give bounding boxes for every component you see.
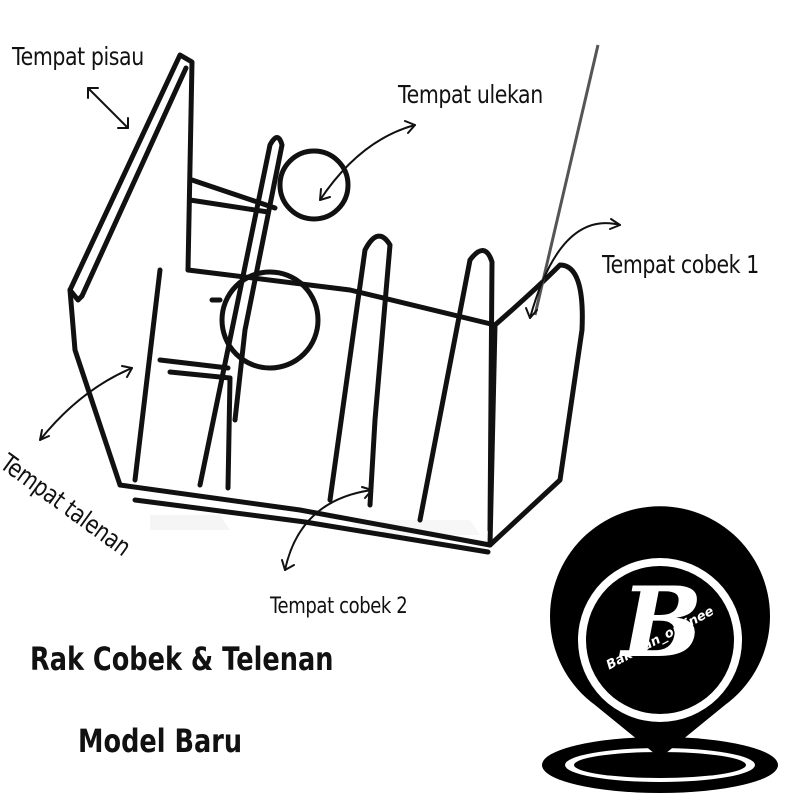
product-title-line-1: Rak Cobek & Telenan (30, 640, 334, 678)
label-tempat-ulekan: Tempat ulekan (398, 80, 543, 109)
arrow-tempat-cobek-2 (284, 489, 373, 571)
front-base-rail (117, 482, 493, 548)
wire-rack (67, 52, 585, 555)
label-tempat-cobek-1: Tempat cobek 1 (602, 250, 759, 279)
arrow-tempat-cobek-1 (529, 222, 621, 319)
brand-logo (542, 506, 778, 793)
divider-arc-2 (327, 233, 393, 508)
arrow-tempat-ulekan (319, 124, 416, 201)
knife-holder-frame (67, 52, 195, 293)
divider-arc-3 (417, 248, 495, 533)
product-title-line-2: Model Baru (78, 722, 243, 760)
pestle-ring-lower (219, 269, 321, 371)
logo-letter: B (621, 566, 703, 679)
label-tempat-cobek-2: Tempat cobek 2 (270, 594, 408, 619)
callout-arrows (39, 87, 621, 571)
cobek-1-holder (487, 262, 585, 548)
label-tempat-pisau: Tempat pisau (12, 42, 144, 71)
pestle-ring-upper (277, 148, 351, 222)
arrow-tempat-pisau (87, 87, 129, 129)
arrow-tempat-talenan (39, 367, 133, 441)
divider-arc-1 (197, 135, 285, 488)
pestle-stick (533, 44, 600, 316)
